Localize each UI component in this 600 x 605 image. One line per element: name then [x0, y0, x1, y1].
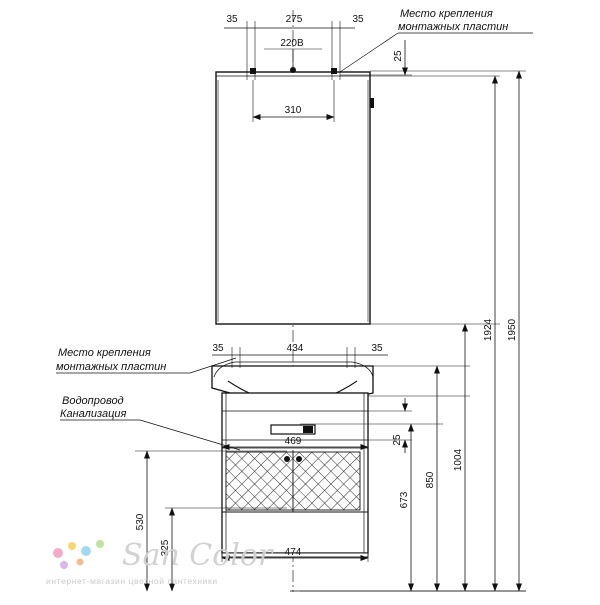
dim-height-673: 673	[399, 491, 410, 508]
dim-height-1004: 1004	[453, 448, 464, 471]
dim-height-530: 530	[135, 513, 146, 530]
dim-height-1950: 1950	[507, 318, 518, 341]
watermark-dot-icon	[68, 542, 76, 550]
watermark-dot-icon	[76, 558, 84, 566]
mirror-mount-label-line1: Место крепления	[400, 8, 493, 20]
vanity-mount-label-line1: Место крепления	[58, 347, 151, 359]
power-label: 220В	[280, 38, 304, 49]
dim-height-1924: 1924	[483, 318, 494, 341]
dim-height-850: 850	[425, 471, 436, 488]
watermark-dot-icon	[96, 540, 104, 548]
watermark-tagline: интернет-магазин цветной сантехники	[46, 576, 218, 586]
dim-drawer-width: 469	[285, 436, 302, 447]
vanity-top-dimensions: 35 434 35 469 474 25	[212, 343, 412, 562]
dim-vanity-right-gap: 35	[371, 343, 383, 354]
mirror-top-dimensions: 35 275 35 220В 310 25	[224, 14, 412, 122]
dim-vanity-offset: 25	[392, 434, 403, 446]
dim-mirror-left-gap: 35	[226, 14, 238, 25]
watermark-name: San Color	[122, 538, 274, 573]
dim-vanity-middle: 434	[287, 343, 304, 354]
mirror-mount-label-line2: монтажных пластин	[398, 21, 508, 33]
drawer-handle	[270, 424, 316, 435]
vanity-callouts: Место крепления монтажных пластин Водопр…	[56, 347, 241, 451]
mirror-mount-callout: Место крепления монтажных пластин	[339, 8, 533, 73]
dim-height-325: 325	[160, 539, 171, 556]
dim-mirror-middle: 275	[286, 14, 303, 25]
vanity-mount-label-line2: монтажных пластин	[56, 361, 166, 373]
dim-mirror-plate-span: 310	[285, 105, 302, 116]
vanity-cabinet	[221, 392, 369, 558]
sewer-label: Канализация	[60, 408, 126, 420]
watermark-dot-icon	[53, 548, 63, 558]
door-handle-right-icon	[296, 456, 302, 462]
dim-mirror-top-offset: 25	[393, 50, 404, 62]
dim-base-width: 474	[285, 547, 302, 558]
water-supply-label: Водопровод	[62, 395, 124, 407]
watermark-dot-icon	[81, 546, 91, 556]
watermark: San Color интернет-магазин цветной санте…	[46, 538, 274, 586]
dim-mirror-right-gap: 35	[352, 14, 364, 25]
door-handle-left-icon	[284, 456, 290, 462]
power-outlet-icon	[290, 67, 296, 73]
watermark-dot-icon	[60, 561, 68, 569]
dim-vanity-left-gap: 35	[212, 343, 224, 354]
